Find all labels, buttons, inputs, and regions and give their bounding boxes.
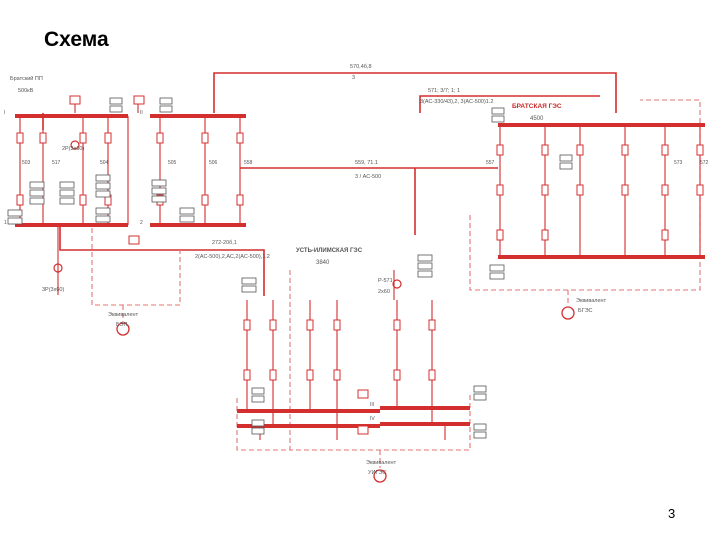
equivalent-symbols [116,306,575,483]
diagram-labels: Братский ПП 500кВ 570,4б,8 3 571; 3/7; 1… [10,64,607,476]
node-labels: 503 517 504 505 506 558 557 573 572 III … [4,110,709,422]
label-reactor-left: 2Р(3х60) [62,146,84,152]
label-line-lower-2: 2(АС-500),2,АС,2(АС-500),1.2 [195,254,270,260]
node-label: 1 [4,220,7,226]
label-equiv-uiges-2: УИГЭС [368,470,386,476]
label-line-lower: 272-20б,1 [212,240,237,246]
label-line-mid-2: 3 / АС-500 [355,174,381,180]
interconnect-lines [42,72,617,296]
label-ust-ilim: УСТЬ-ИЛИМСКАЯ ГЭС [296,248,363,254]
label-equiv-bges-2: БГЭС [578,308,593,314]
label-equiv-uiges: Эквивалент [366,460,397,466]
node-label: 503 [22,160,31,166]
label-line-right-top-2: 3(АС-330/43),2, 3(АС-500)1.2 [420,99,493,105]
node-label: 517 [52,160,61,166]
label-line-top-2: 3 [352,75,355,81]
node-label: IV [370,416,375,422]
label-reactor-um-2: 2х60 [378,289,390,295]
equipment-boxes [7,97,573,439]
reactor-symbols [53,140,402,289]
label-equiv-bges: Эквивалент [576,298,607,304]
label-bratsk-pp: Братский ПП [10,75,43,82]
label-line-mid: 559, 71.1 [355,160,378,166]
bus-bars [15,114,705,428]
label-line-right-top: 571; 3/7; 1; 1 [428,88,460,94]
label-bratsk-pp-voltage: 500кВ [18,88,34,94]
equivalent-boundaries [91,99,701,468]
page-number: 3 [668,506,676,521]
node-label: 558 [244,160,253,166]
label-reactor-um: Р-571 [378,278,393,284]
label-bratsk-ges: БРАТСКАЯ ГЭС [512,103,562,110]
node-label: 504 [100,160,109,166]
slide-title: Схема [44,28,109,51]
node-label: 573 [674,160,683,166]
node-label: 506 [209,160,218,166]
node-label: III [370,402,374,408]
label-reactor-bl: 3Р(3х60) [42,287,64,293]
label-bratsk-ges-power: 4500 [530,116,544,122]
node-label: 505 [168,160,177,166]
feeder-columns [19,100,701,440]
label-ust-ilim-power: 3840 [316,260,330,266]
node-label: II [140,110,143,116]
label-equiv-bep-2: БЭП [116,322,128,328]
label-equiv-bep: Эквивалент [108,312,139,318]
node-label: 2 [140,220,143,226]
node-label: I [4,110,5,116]
node-label: 557 [486,160,495,166]
label-line-top: 570,4б,8 [350,64,372,70]
breaker-symbols [16,95,704,435]
node-label: 572 [700,160,709,166]
